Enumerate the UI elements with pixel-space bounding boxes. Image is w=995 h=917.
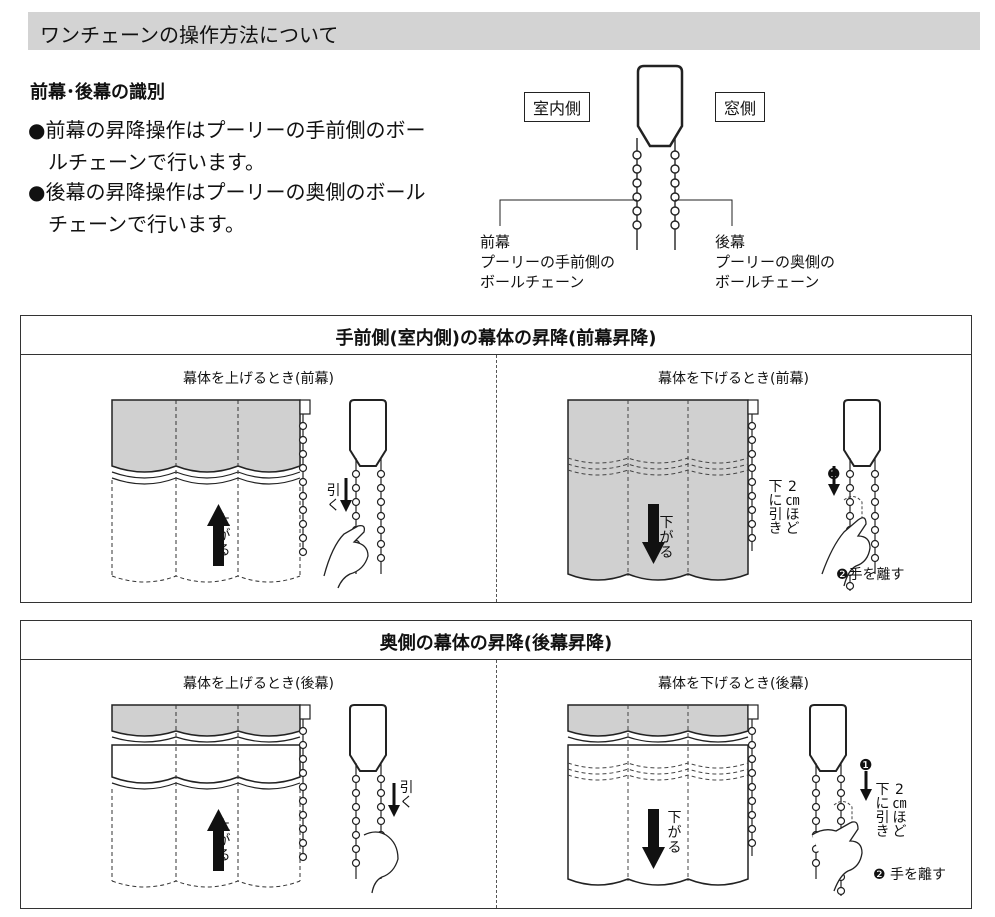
front-chain-title: 前幕 — [480, 233, 511, 251]
back-up-char: 上 — [216, 818, 231, 834]
front-step2: ❷手を離す — [836, 564, 905, 584]
front-raise-illustration — [111, 399, 387, 589]
front-pull-label: 引 く — [326, 484, 341, 514]
front-chain-line2: ボールチェーン — [480, 273, 585, 291]
panel-back-curtain: 奥側の幕体の昇降(後幕昇降) 幕体を上げるとき(後幕) 幕体を下げるとき(後幕) — [20, 620, 972, 909]
back-pull-label: 引 く — [399, 781, 414, 811]
front-step2-marker: ❷ — [836, 567, 849, 583]
front-up-rest: がる — [216, 528, 231, 559]
back-step2: ❷ 手を離す — [873, 864, 946, 884]
section-title: ワンチェーンの操作方法について — [40, 23, 339, 47]
front-chain-line1: プーリーの手前側の — [480, 253, 616, 271]
back-down-char: 下 — [667, 810, 682, 826]
back-step1-col2: 2㎝ほど — [892, 782, 907, 840]
indoor-side-label: 室内側 — [524, 92, 591, 122]
front-lower-caption: 幕体を下げるとき(前幕) — [658, 371, 809, 387]
bullet-back-line1: ●後幕の昇降操作はプーリーの奥側のボール — [28, 180, 426, 204]
back-pull-rest: く — [399, 795, 414, 811]
subheading: 前幕･後幕の識別 — [30, 82, 165, 103]
panel-back-divider — [496, 660, 497, 908]
back-lower-illustration — [567, 704, 872, 896]
front-up-char: 上 — [216, 513, 231, 529]
front-chain-label: 前幕 プーリーの手前側の ボールチェーン — [480, 232, 615, 292]
bullet-front: ●前幕の昇降操作はプーリーの手前側のボー ルチェーンで行います。 — [28, 114, 425, 178]
front-down-char: 下 — [659, 515, 674, 531]
pulley-diagram — [499, 64, 733, 250]
back-pull-char: 引 — [399, 780, 414, 796]
panel-back-header: 奥側の幕体の昇降(後幕昇降) — [21, 621, 971, 660]
front-step2-text: 手を離す — [848, 567, 905, 583]
back-step1-col1: 下に引き — [875, 782, 890, 840]
panel-front-title: 手前側(室内側)の幕体の昇降(前幕昇降) — [335, 328, 657, 349]
panel-front-curtain: 手前側(室内側)の幕体の昇降(前幕昇降) 幕体を上げるとき(前幕) 幕体を下げる… — [20, 315, 972, 603]
front-down-label: 下 がる — [659, 516, 674, 561]
bullet-back: ●後幕の昇降操作はプーリーの奥側のボール チェーンで行います。 — [28, 176, 425, 240]
back-chain-title: 後幕 — [715, 233, 746, 251]
back-step1-marker: ❶ — [859, 756, 873, 774]
front-up-label: 上 がる — [216, 514, 231, 559]
front-step1-marker: ❶ — [827, 465, 841, 483]
back-chain-line2: ボールチェーン — [715, 273, 820, 291]
bullet-back-line2: チェーンで行います。 — [48, 212, 245, 236]
back-raise-caption: 幕体を上げるとき(後幕) — [183, 676, 334, 692]
back-down-rest: がる — [667, 825, 682, 856]
panel-front-divider — [496, 355, 497, 602]
front-raise-caption: 幕体を上げるとき(前幕) — [183, 371, 334, 387]
back-up-rest: がる — [216, 833, 231, 864]
back-down-label: 下 がる — [667, 811, 682, 856]
back-chain-line1: プーリーの奥側の — [715, 253, 836, 271]
front-lower-illustration — [567, 399, 881, 591]
window-side-label: 窓側 — [715, 92, 766, 122]
back-chain-label: 後幕 プーリーの奥側の ボールチェーン — [715, 232, 835, 292]
front-down-rest: がる — [659, 530, 674, 561]
back-step2-marker: ❷ — [873, 867, 886, 883]
front-pull-char: 引 — [326, 483, 341, 499]
back-lower-caption: 幕体を下げるとき(後幕) — [658, 676, 809, 692]
bullet-front-line2: ルチェーンで行います。 — [48, 150, 265, 174]
panel-front-header: 手前側(室内側)の幕体の昇降(前幕昇降) — [21, 316, 971, 355]
front-step1-col2: 2㎝ほど — [785, 479, 800, 537]
panel-back-title: 奥側の幕体の昇降(後幕昇降) — [379, 633, 613, 654]
section-title-bar: ワンチェーンの操作方法について — [28, 12, 980, 50]
front-pull-rest: く — [326, 498, 341, 514]
back-raise-illustration — [111, 704, 400, 894]
front-step1-col1: 下に引き — [768, 479, 783, 537]
back-step2-text: 手を離す — [890, 867, 947, 883]
back-up-label: 上 がる — [216, 819, 231, 864]
bullet-front-line1: ●前幕の昇降操作はプーリーの手前側のボー — [28, 118, 426, 142]
